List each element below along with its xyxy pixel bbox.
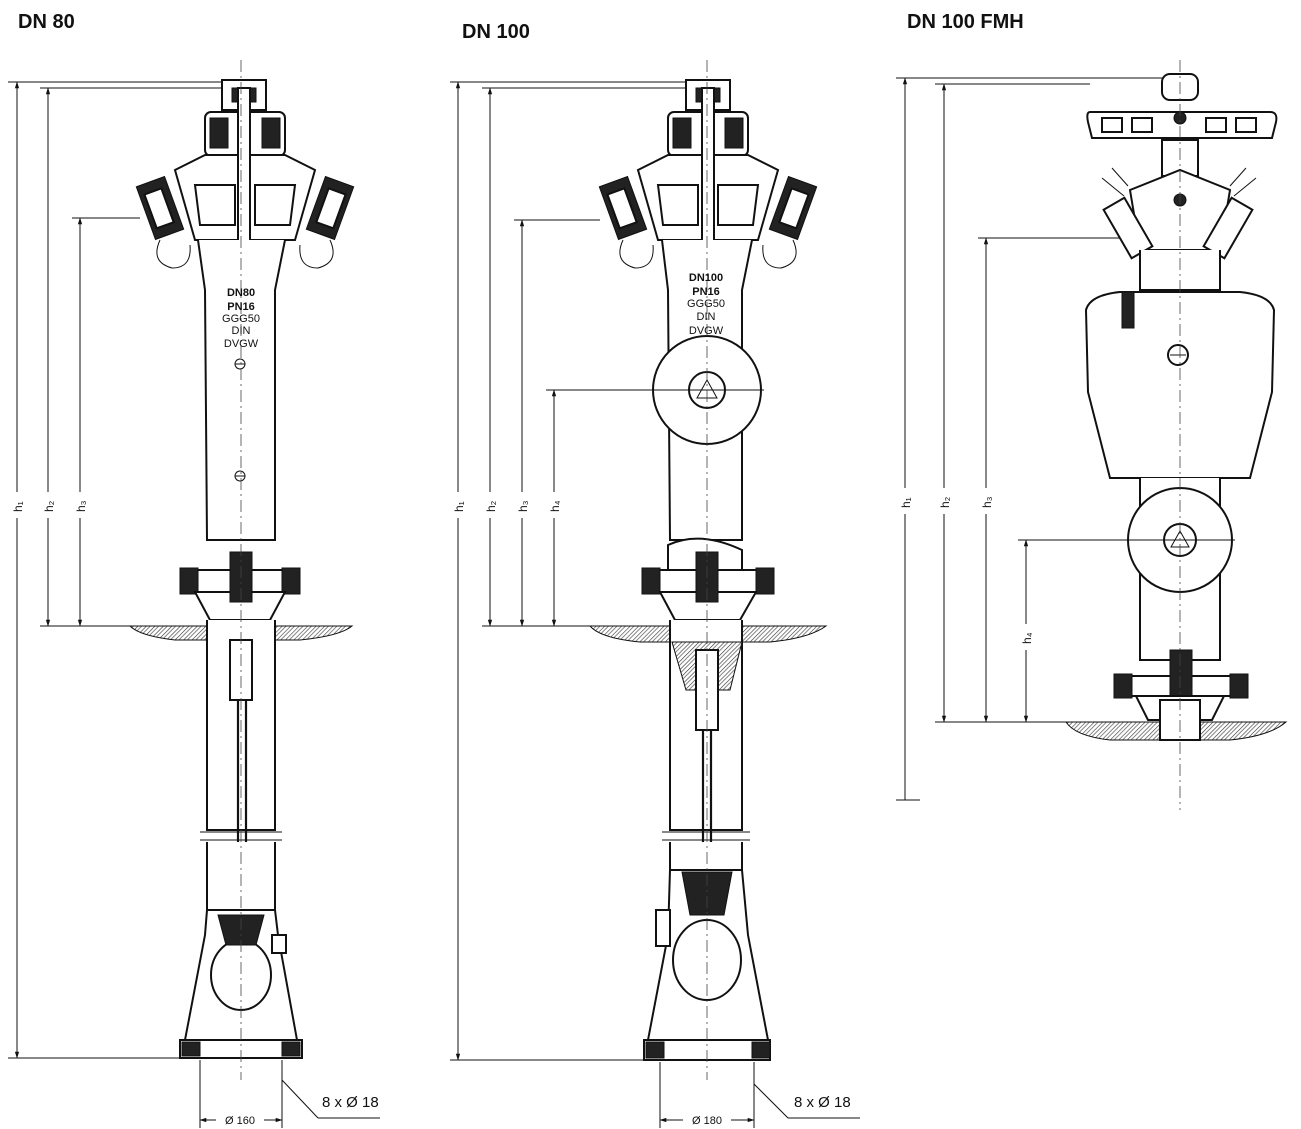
body-marking-dn100-2: PN16 [692, 286, 720, 298]
dim-h2-dn80: h₂ [42, 500, 56, 512]
variant-dn80: DN 80 h₁ h₂ h₃ [8, 11, 380, 1128]
body-marking-dn100-5: DVGW [689, 325, 724, 337]
dim-h4-dn100: h₄ [548, 500, 562, 512]
dim-h3-dn80: h₃ [74, 500, 88, 512]
dim-h2-dn100: h₂ [484, 500, 498, 512]
body-marking-dn80-5: DVGW [224, 338, 259, 350]
dim-h1-dn100: h₁ [452, 501, 466, 512]
body-marking-dn80-1: DN80 [227, 287, 255, 299]
body-marking-dn100-1: DN100 [689, 272, 723, 284]
bolt-holes-dn80: 8 x Ø 18 [322, 1094, 379, 1111]
title-dn100-fmh: DN 100 FMH [907, 11, 1024, 33]
hydrant-dn100 [598, 60, 818, 1080]
dim-h1-dn80: h₁ [11, 501, 25, 512]
dim-h2-fmh: h₂ [938, 496, 952, 508]
title-dn80: DN 80 [18, 11, 75, 33]
dim-h1-fmh: h₁ [899, 497, 913, 508]
hydrant-dn80 [135, 60, 355, 1080]
dimension-lines-fmh [896, 77, 1180, 801]
dimension-lines-dn80 [8, 81, 230, 1059]
body-marking-dn80-3: GGG50 [222, 313, 260, 325]
variant-dn100: DN 100 h₁ h₂ h₃ h₄ [450, 21, 860, 1128]
body-marking-dn100-3: GGG50 [687, 298, 725, 310]
variant-dn100-fmh: DN 100 FMH h₁ h₂ h₃ h₄ [896, 11, 1288, 810]
body-marking-dn100-4: DIN [697, 311, 716, 323]
dim-h4-fmh: h₄ [1020, 632, 1034, 644]
body-marking-dn80-4: DIN [232, 325, 251, 337]
base-diameter-dn100: Ø 180 [692, 1115, 722, 1127]
dim-h3-fmh: h₃ [980, 496, 994, 508]
dim-h3-dn100: h₃ [516, 500, 530, 512]
bolt-holes-dn100: 8 x Ø 18 [794, 1094, 851, 1111]
title-dn100: DN 100 [462, 21, 530, 43]
body-marking-dn80-2: PN16 [227, 301, 255, 313]
hydrant-fmh [1084, 60, 1278, 810]
base-dimension-dn80 [199, 1060, 380, 1128]
base-diameter-dn80: Ø 160 [225, 1115, 255, 1127]
